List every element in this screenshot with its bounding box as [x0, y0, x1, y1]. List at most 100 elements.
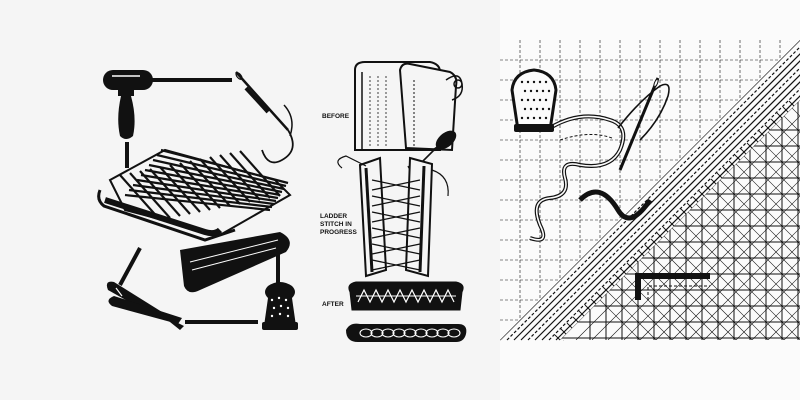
chain-link — [359, 328, 373, 338]
fringe-thread — [680, 208, 687, 215]
weave-warp-strand — [129, 172, 171, 219]
thimble-dimple — [547, 107, 551, 111]
fringe-thread — [662, 226, 669, 233]
needle-icon — [618, 77, 660, 171]
fringe-thread — [704, 184, 711, 191]
fringe-thread — [620, 268, 627, 275]
chain-link — [425, 328, 439, 338]
thimble-dimple — [526, 98, 530, 102]
fringe-thread — [656, 232, 663, 239]
fringe-thread — [710, 178, 717, 185]
seam-ripper-icon — [407, 130, 457, 171]
fringe-thread — [554, 334, 561, 341]
ladder-rung — [371, 259, 421, 271]
border-stripe — [541, 40, 800, 341]
left-panel-tools — [0, 0, 310, 400]
thimble-dimple — [541, 89, 545, 93]
thimble-dimple — [529, 89, 533, 93]
border-stripe — [500, 40, 800, 341]
thimble-dimple — [526, 116, 530, 120]
opened-seam-icon — [354, 61, 464, 152]
thimble-dimple — [541, 107, 545, 111]
thimble-dimple — [520, 98, 524, 102]
fringe-thread — [782, 106, 789, 113]
fringe-thread — [590, 298, 597, 305]
border-stripe — [527, 40, 800, 341]
fringe-thread — [734, 154, 741, 161]
ladder-rung — [371, 227, 421, 239]
ladder-rung — [371, 179, 421, 191]
border-stripe — [520, 40, 800, 341]
fringe-thread — [686, 202, 693, 209]
fringe-thread — [692, 196, 699, 203]
thimble-icon — [510, 68, 558, 132]
chain-stitch-icon — [346, 323, 467, 342]
quilt-diag-line — [735, 100, 800, 340]
weave-weft-strand — [132, 183, 275, 206]
fringe-thread — [758, 130, 765, 137]
after-stitch-zigzag — [357, 288, 455, 304]
fringe-thread — [608, 280, 615, 287]
ladder-rung — [371, 195, 421, 207]
weave-warp-strand — [219, 154, 261, 201]
thimble-dimple — [547, 89, 551, 93]
fringe-thread — [776, 112, 783, 119]
weave-weft-strand — [140, 173, 279, 200]
closed-seam-icon — [348, 281, 464, 311]
weave-weft-strand — [160, 148, 289, 185]
thimble-dimple — [535, 107, 539, 111]
thimble-dimple — [526, 80, 530, 84]
quilt-diag-line — [687, 100, 800, 340]
middle-panel-ladder-stitch: BEFORE LADDER STITCH IN PROGRESS AFTER — [310, 0, 500, 400]
fringe-thread — [632, 256, 639, 263]
chain-link — [392, 328, 406, 338]
weave-weft-strand — [144, 168, 281, 197]
thimble-dimple — [538, 80, 542, 84]
fringe-thread — [740, 148, 747, 155]
thimble-dimple — [535, 89, 539, 93]
fringe-thread — [572, 316, 579, 323]
chain-link — [414, 328, 428, 338]
thimble-dimple — [520, 80, 524, 84]
ladder-rung — [371, 211, 421, 223]
quilt-diag-line — [719, 100, 800, 340]
tools-illustration — [97, 70, 298, 330]
fringe-thread — [602, 286, 609, 293]
weave-weft-strand — [136, 178, 277, 203]
quilt-diag-line — [751, 100, 800, 340]
fringe-thread — [668, 220, 675, 227]
fringe-thread — [560, 328, 567, 335]
chain-link — [403, 328, 417, 338]
thimble-dimple — [544, 98, 548, 102]
weave-warp-strand — [239, 150, 281, 197]
quilt-diag-line — [719, 100, 800, 340]
fringe-thread — [788, 100, 795, 107]
thimble-dimple — [520, 116, 524, 120]
label-after: AFTER — [322, 301, 344, 308]
weave-weft-strand — [152, 158, 285, 191]
border-stripe — [548, 40, 800, 341]
weave-warp-strand — [229, 152, 271, 199]
fringe-thread — [638, 250, 645, 257]
quilt-diag-line — [735, 100, 800, 340]
ladder-stitch-icon — [337, 155, 449, 278]
fringe-thread — [728, 160, 735, 167]
label-ladder-line3: PROGRESS — [320, 229, 358, 236]
border-stripe — [506, 40, 800, 341]
fringe-thread — [596, 292, 603, 299]
thimble-dimple — [538, 116, 542, 120]
fringe-thread — [746, 142, 753, 149]
woven-fabric-icon — [97, 148, 292, 293]
weave-weft-strand — [156, 153, 287, 188]
weave-warp-strand — [149, 168, 191, 215]
fringe-thread — [644, 244, 651, 251]
border-stripe — [534, 40, 800, 341]
ladder-stitch-illustration: BEFORE LADDER STITCH IN PROGRESS AFTER — [320, 61, 467, 342]
thimble-dimple — [532, 116, 536, 120]
quilt-diag-line — [751, 100, 800, 340]
fringe-thread — [722, 166, 729, 173]
thimble-dimple — [544, 116, 548, 120]
chain-link — [447, 328, 461, 338]
fringe-thread — [566, 322, 573, 329]
